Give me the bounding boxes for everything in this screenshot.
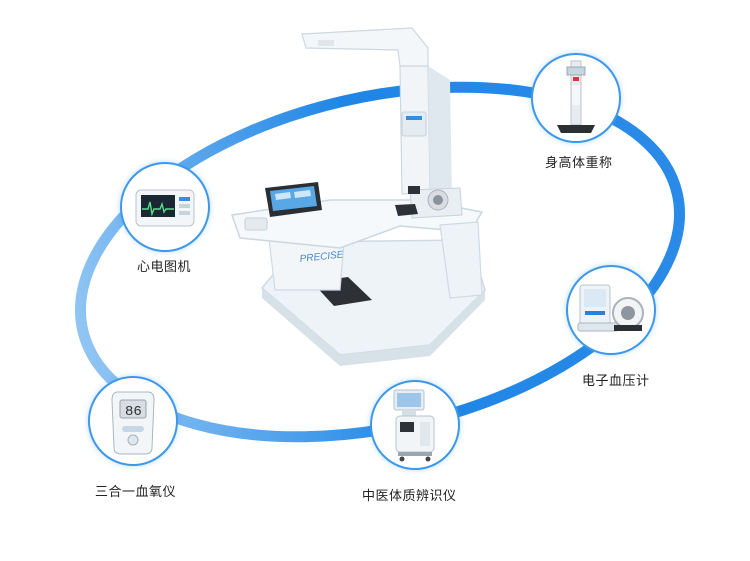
- node-blood-pressure: [566, 265, 656, 355]
- label-three-in-one: 三合一血氧仪: [95, 485, 177, 500]
- label-ecg: 心电图机: [137, 260, 192, 275]
- node-ecg: [120, 162, 210, 252]
- node-three-in-one: 86: [88, 376, 178, 466]
- glucose-meter-icon: 86: [111, 391, 155, 455]
- node-tcm: [370, 380, 460, 470]
- kiosk-brand-text: PRECISE: [299, 249, 344, 265]
- node-height-weight: [531, 53, 621, 143]
- blood-pressure-monitor-icon: [577, 284, 644, 332]
- label-height-weight: 身高体重称: [545, 156, 613, 171]
- tcm-constitution-device-icon: [393, 389, 435, 462]
- ecg-machine-icon: [135, 189, 195, 227]
- label-blood-pressure: 电子血压计: [582, 374, 650, 389]
- label-tcm: 中医体质辨识仪: [362, 489, 457, 504]
- meter-reading: 86: [125, 404, 142, 420]
- height-scale-icon: [557, 60, 595, 133]
